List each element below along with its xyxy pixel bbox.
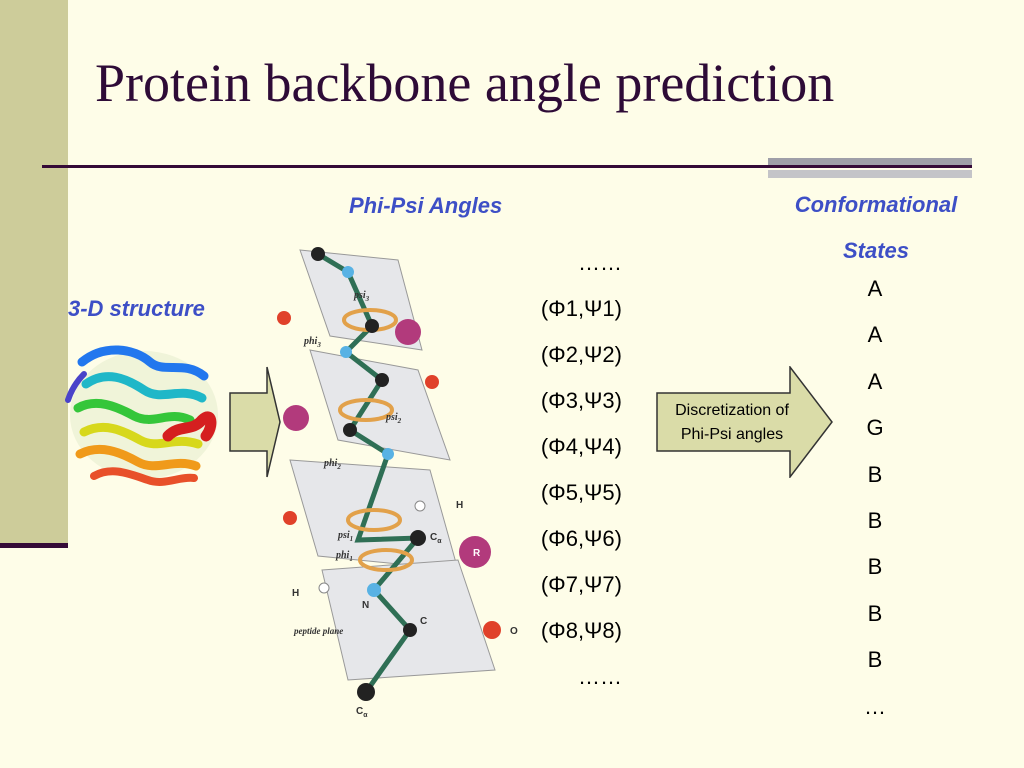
structure-heading: 3-D structure: [68, 296, 205, 321]
state-entry: A: [867, 368, 883, 394]
conformational-heading: Conformational States: [764, 182, 988, 274]
diagram-label-psi3: psi: [353, 290, 366, 301]
svg-text:Cα: Cα: [356, 706, 368, 719]
diagram-label-ca1: C: [430, 532, 437, 543]
structure-to-angles-arrow: [229, 366, 281, 478]
angle-entry: (Φ3,Ψ3): [540, 388, 622, 413]
conformational-state-list: A A A G B B B B B …: [855, 266, 895, 730]
svg-text:psi2: psi2: [385, 412, 402, 425]
angle-entry: (Φ8,Ψ8): [540, 618, 622, 643]
conformational-heading-line2: States: [842, 238, 910, 263]
angle-entry: ……: [578, 250, 622, 275]
svg-text:psi3: psi3: [353, 290, 370, 303]
state-entry: G: [866, 415, 884, 441]
diagram-label-psi2: psi: [385, 412, 398, 423]
discretization-label: Discretization of Phi-Psi angles: [657, 399, 807, 447]
side-accent-bar: [0, 0, 68, 548]
discretization-arrow: [656, 366, 833, 478]
diagram-label-plane: peptide plane: [293, 626, 343, 636]
diagram-label-o: O: [510, 626, 518, 637]
angle-entry: (Φ5,Ψ5): [540, 480, 622, 505]
angle-entry: ……: [578, 664, 622, 689]
diagram-label-h1: H: [456, 500, 463, 511]
angle-entry: (Φ1,Ψ1): [540, 296, 622, 321]
svg-text:psi1: psi1: [337, 530, 353, 543]
angle-entry: (Φ2,Ψ2): [540, 342, 622, 367]
title-divider: [42, 165, 972, 168]
divider-accent-bottom: [768, 170, 972, 178]
conformational-heading-line1: Conformational: [794, 192, 958, 217]
state-entry: A: [867, 322, 883, 348]
angle-entry: (Φ6,Ψ6): [540, 526, 622, 551]
svg-text:Cα: Cα: [430, 532, 442, 545]
phi-psi-angle-list: …… (Φ1,Ψ1) (Φ2,Ψ2) (Φ3,Ψ3) (Φ4,Ψ4) (Φ5,Ψ…: [500, 240, 622, 700]
peptide-backbone-diagram: psi3 phi3 psi2 phi2 psi1 phi1 H H N R Cα…: [277, 247, 518, 719]
state-entry: …: [864, 693, 886, 719]
angle-entry: (Φ4,Ψ4): [540, 434, 622, 459]
angle-entry: (Φ7,Ψ7): [540, 572, 622, 597]
discretization-line2: Phi-Psi angles: [680, 426, 784, 443]
state-entry: B: [867, 461, 883, 487]
diagram-label-n: N: [362, 600, 369, 611]
diagram-label-psi1: psi: [337, 530, 350, 541]
diagram-label-h2: H: [292, 588, 299, 599]
diagram-label-phi3: phi: [303, 336, 318, 347]
diagram-label-phi2: phi: [323, 458, 338, 469]
phi-psi-heading: Phi-Psi Angles: [349, 193, 503, 218]
side-accent-line: [0, 543, 68, 548]
state-entry: B: [867, 554, 883, 580]
state-entry: B: [867, 647, 883, 673]
state-entry: A: [867, 276, 883, 301]
svg-text:phi1: phi1: [335, 550, 353, 563]
diagram-label-r: R: [473, 548, 481, 559]
svg-text:phi3: phi3: [303, 336, 321, 349]
divider-accent-top: [768, 158, 972, 165]
diagram-label-phi1: phi: [335, 550, 350, 561]
diagram-label-c: C: [420, 616, 427, 627]
diagram-label-ca2: C: [356, 706, 363, 717]
discretization-line1: Discretization of: [675, 402, 789, 419]
protein-structure-image: [65, 345, 218, 486]
state-entry: B: [867, 600, 883, 626]
page-title: Protein backbone angle prediction: [95, 53, 835, 113]
svg-text:phi2: phi2: [323, 458, 341, 471]
state-entry: B: [867, 507, 883, 533]
